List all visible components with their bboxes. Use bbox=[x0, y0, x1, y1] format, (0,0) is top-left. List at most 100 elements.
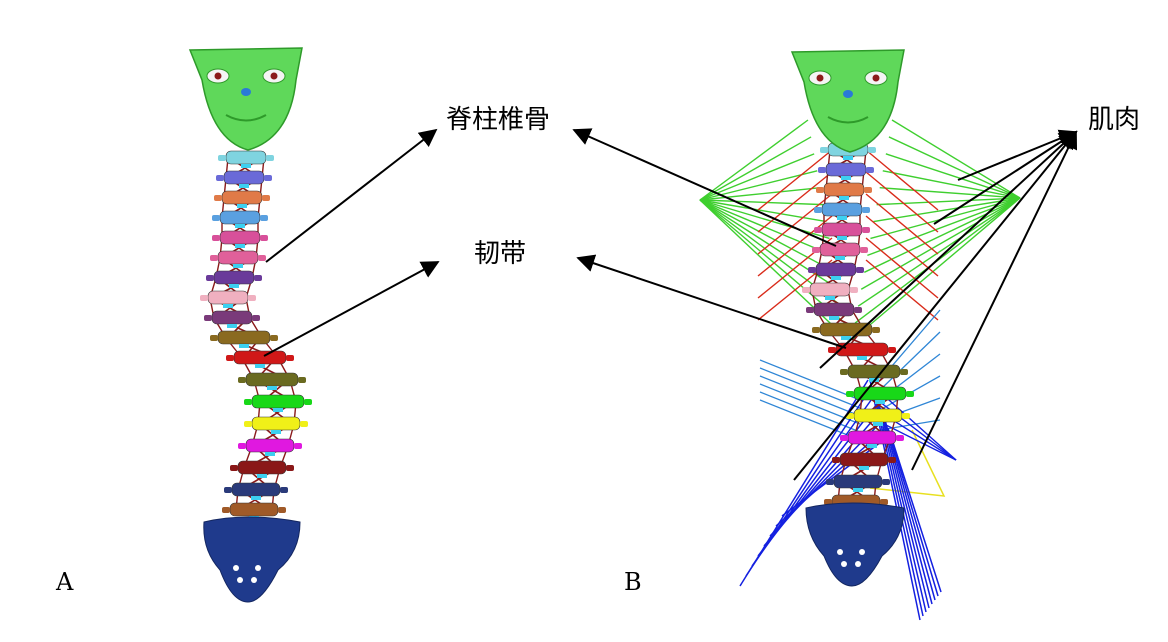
a-vertebra-process bbox=[298, 377, 306, 383]
b-vertebra bbox=[825, 162, 867, 177]
b-vertebra-process bbox=[906, 391, 914, 397]
muscle-yellow bbox=[869, 429, 946, 497]
pelvis-a bbox=[203, 516, 301, 603]
b-vertebra bbox=[833, 474, 883, 489]
a-disc bbox=[223, 304, 233, 308]
a-vertebra bbox=[217, 330, 271, 345]
a-vertebra bbox=[223, 170, 265, 185]
muscle-green bbox=[699, 199, 830, 240]
arrow-muscle-1 bbox=[957, 129, 1078, 181]
muscle-green bbox=[891, 119, 1021, 199]
muscle-green bbox=[888, 136, 1021, 199]
b-disc bbox=[853, 488, 863, 492]
panel-a: A bbox=[55, 47, 312, 603]
muscle-green bbox=[885, 153, 1021, 199]
b-disc bbox=[837, 216, 847, 220]
a-vertebra-process bbox=[258, 255, 266, 261]
arrow-muscle-3 bbox=[819, 130, 1078, 369]
arrow-ligament-b bbox=[576, 254, 847, 349]
a-disc bbox=[229, 284, 239, 288]
arrow-muscle-5 bbox=[911, 130, 1078, 471]
a-disc bbox=[271, 430, 281, 434]
a-vertebra-process bbox=[218, 155, 226, 161]
a-disc bbox=[251, 496, 261, 500]
b-vertebra-process bbox=[826, 479, 834, 485]
a-vertebra-process bbox=[286, 355, 294, 361]
muscle-red bbox=[865, 149, 939, 211]
a-vertebra-process bbox=[254, 275, 262, 281]
b-vertebra-process bbox=[854, 307, 862, 313]
panel-b: B bbox=[624, 49, 1021, 621]
muscle-green bbox=[873, 197, 1021, 223]
b-vertebra-process bbox=[812, 247, 820, 253]
b-vertebra bbox=[847, 430, 897, 445]
b-disc bbox=[835, 256, 845, 260]
a-vertebra-process bbox=[264, 175, 272, 181]
a-vertebra bbox=[217, 250, 259, 265]
muscle-green bbox=[867, 197, 1021, 257]
panel-b-label: B bbox=[624, 568, 642, 596]
arrow-muscle-4 bbox=[793, 130, 1078, 481]
arrow-muscle-2 bbox=[933, 131, 1078, 225]
a-vertebra-process bbox=[210, 335, 218, 341]
label-ligament: 韧带 bbox=[474, 239, 526, 269]
b-vertebra bbox=[847, 364, 901, 379]
a-vertebra-process bbox=[200, 295, 208, 301]
a-vertebra bbox=[213, 270, 255, 285]
muscle-green bbox=[851, 197, 1021, 341]
b-vertebra-process bbox=[888, 347, 896, 353]
a-disc bbox=[227, 324, 237, 328]
a-vertebra-process bbox=[286, 465, 294, 471]
b-vertebra bbox=[853, 386, 907, 401]
b-vertebra-process bbox=[832, 457, 840, 463]
muscle-green bbox=[876, 197, 1021, 206]
b-vertebra-process bbox=[818, 167, 826, 173]
muscle-green bbox=[699, 170, 818, 201]
label-spine: 脊柱椎骨 bbox=[446, 105, 550, 135]
b-vertebra-process bbox=[880, 499, 888, 505]
muscle-red bbox=[865, 193, 939, 255]
b-vertebra-process bbox=[808, 267, 816, 273]
a-vertebra-process bbox=[210, 255, 218, 261]
a-vertebra-process bbox=[262, 195, 270, 201]
a-disc bbox=[241, 164, 251, 168]
a-disc bbox=[267, 386, 277, 390]
muscle-blue bbox=[879, 391, 957, 461]
muscle-red bbox=[865, 215, 939, 277]
muscle-blue-light bbox=[759, 375, 861, 417]
b-vertebra-process bbox=[840, 435, 848, 441]
muscle-red bbox=[757, 215, 833, 277]
muscle-blue-light bbox=[759, 391, 861, 433]
b-vertebra-process bbox=[860, 247, 868, 253]
muscle-green bbox=[879, 186, 1021, 199]
muscle-red bbox=[757, 193, 833, 255]
b-vertebra-process bbox=[806, 307, 814, 313]
muscle-green bbox=[699, 199, 827, 223]
a-vertebra bbox=[221, 190, 263, 205]
a-disc bbox=[257, 474, 267, 478]
b-disc bbox=[843, 156, 853, 160]
muscle-green bbox=[699, 186, 821, 201]
b-disc bbox=[839, 196, 849, 200]
a-vertebra-process bbox=[270, 335, 278, 341]
a-vertebra-process bbox=[238, 377, 246, 383]
muscle-red bbox=[757, 149, 833, 211]
b-vertebra-process bbox=[866, 167, 874, 173]
muscle-green bbox=[699, 199, 837, 273]
a-vertebra-process bbox=[300, 421, 308, 427]
muscle-green bbox=[870, 197, 1021, 240]
muscle-green bbox=[882, 170, 1021, 199]
b-vertebra-process bbox=[888, 457, 896, 463]
b-disc bbox=[841, 336, 851, 340]
a-disc bbox=[255, 364, 265, 368]
pelvis-b bbox=[805, 502, 905, 587]
a-vertebra-process bbox=[224, 487, 232, 493]
b-vertebra-process bbox=[812, 327, 820, 333]
a-disc bbox=[239, 184, 249, 188]
b-vertebra-process bbox=[846, 391, 854, 397]
a-vertebra-process bbox=[222, 507, 230, 513]
a-vertebra-process bbox=[238, 443, 246, 449]
a-vertebra-process bbox=[244, 421, 252, 427]
a-vertebra-process bbox=[260, 235, 268, 241]
